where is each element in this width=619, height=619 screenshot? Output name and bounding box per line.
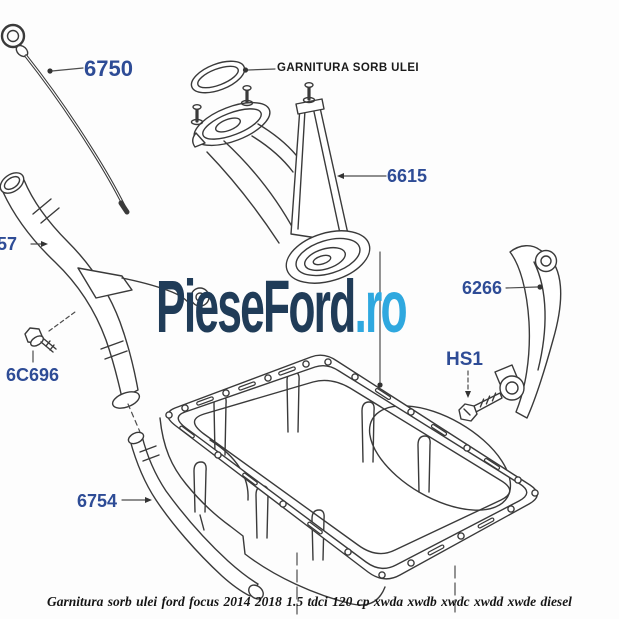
rim-bolt-holes bbox=[165, 358, 539, 579]
part-label-6c696: 6C696 bbox=[6, 365, 60, 385]
sensor-6266-drawing bbox=[494, 245, 562, 419]
part-label-6754: 6754 bbox=[77, 491, 118, 511]
oil-pan-drawing bbox=[159, 354, 539, 606]
watermark-brand: PieseFord bbox=[156, 265, 356, 348]
part-label-6266: 6266 bbox=[462, 278, 503, 298]
assembly-dash-line bbox=[127, 403, 141, 433]
dipstick-6750-drawing bbox=[0, 23, 130, 215]
part-label-6615: 6615 bbox=[387, 166, 428, 186]
rim-slots bbox=[179, 366, 501, 556]
part-label-hs1: HS1 bbox=[446, 349, 483, 370]
oil-pickup-6615-drawing bbox=[190, 81, 371, 284]
bolt-6c696-drawing bbox=[24, 311, 76, 363]
watermark: PieseFord.ro bbox=[156, 270, 408, 344]
image-caption: Garnitura sorb ulei ford focus 2014 2018… bbox=[47, 594, 572, 609]
gasket-callout: GARNITURA SORB ULEI bbox=[277, 62, 419, 74]
hose-6754-drawing bbox=[127, 431, 264, 600]
part-label-57: 57 bbox=[0, 234, 18, 254]
gasket-drawing bbox=[190, 60, 246, 94]
leader-lines bbox=[30, 67, 543, 615]
hs1-bolt-drawing bbox=[458, 392, 503, 422]
watermark-tld: .ro bbox=[354, 265, 407, 348]
part-label-6750: 6750 bbox=[84, 56, 133, 81]
filler-tube-drawing bbox=[0, 172, 210, 409]
